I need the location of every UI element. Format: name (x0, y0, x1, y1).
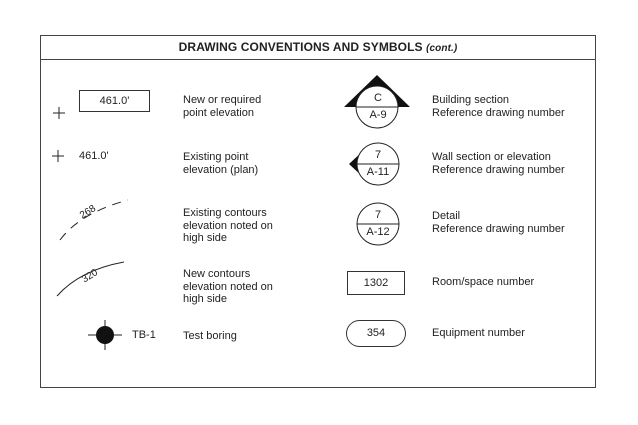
existing-contour-line (59, 199, 129, 241)
desc-line: Equipment number (432, 327, 525, 339)
equipment-desc: Equipment number (432, 327, 525, 340)
building-section-bottom: A-9 (369, 109, 387, 121)
conventions-table: DRAWING CONVENTIONS AND SYMBOLS (cont.) (40, 35, 596, 388)
desc-line: Reference drawing number (432, 106, 565, 119)
desc-line: Existing point (183, 151, 249, 163)
existing-contours-desc: Existing contours elevation noted on hig… (183, 207, 273, 245)
detail-desc: Detail Reference drawing number (432, 210, 565, 235)
title-main: DRAWING CONVENTIONS AND SYMBOLS (178, 40, 423, 54)
desc-line: high side (183, 293, 228, 305)
new-elevation-desc: New or required point elevation (183, 94, 261, 119)
desc-line: elevation noted on (183, 280, 273, 293)
test-boring-desc: Test boring (183, 330, 237, 343)
equipment-number-value: 354 (366, 327, 386, 339)
wall-section-top: 7 (374, 149, 382, 161)
wall-section-desc: Wall section or elevation Reference draw… (432, 151, 565, 176)
detail-bottom: A-12 (366, 226, 390, 238)
plus-marker-icon (53, 107, 65, 119)
building-section-icon (344, 75, 410, 129)
table-title: DRAWING CONVENTIONS AND SYMBOLS (cont.) (41, 36, 595, 60)
test-boring-label: TB-1 (132, 329, 156, 341)
detail-top: 7 (374, 209, 382, 221)
desc-line: point elevation (183, 106, 254, 119)
desc-line: high side (183, 232, 228, 244)
desc-line: Detail (432, 210, 461, 222)
desc-line: Wall section or elevation (432, 151, 551, 163)
existing-point-desc: Existing point elevation (plan) (183, 151, 258, 176)
new-contours-desc: New contours elevation noted on high sid… (183, 268, 273, 306)
desc-line: Existing contours (183, 207, 267, 219)
building-section-desc: Building section Reference drawing numbe… (432, 94, 565, 119)
wall-section-icon (349, 142, 400, 186)
room-desc: Room/space number (432, 276, 534, 289)
plus-marker-icon (52, 150, 64, 162)
wall-section-bottom: A-11 (366, 166, 390, 178)
new-contour-line (56, 261, 125, 297)
existing-point-value: 461.0' (79, 150, 109, 162)
desc-line: elevation (plan) (183, 163, 259, 176)
room-number-value: 1302 (363, 277, 389, 289)
new-elevation-value: 461.0' (99, 95, 130, 107)
desc-line: New contours (183, 268, 251, 280)
new-elevation-box: 461.0' (79, 90, 150, 112)
room-number-box: 1302 (347, 271, 405, 295)
desc-line: Reference drawing number (432, 163, 565, 176)
desc-line: Room/space number (432, 276, 535, 288)
detail-icon (356, 202, 400, 246)
desc-line: Building section (432, 94, 510, 106)
equipment-number-pill: 354 (346, 320, 406, 347)
desc-line: Test boring (183, 330, 237, 342)
building-section-top: C (374, 92, 382, 104)
desc-line: elevation noted on (183, 219, 273, 232)
title-cont: (cont.) (426, 43, 458, 54)
test-boring-icon (88, 320, 122, 350)
desc-line: New or required (183, 94, 262, 106)
desc-line: Reference drawing number (432, 222, 565, 235)
